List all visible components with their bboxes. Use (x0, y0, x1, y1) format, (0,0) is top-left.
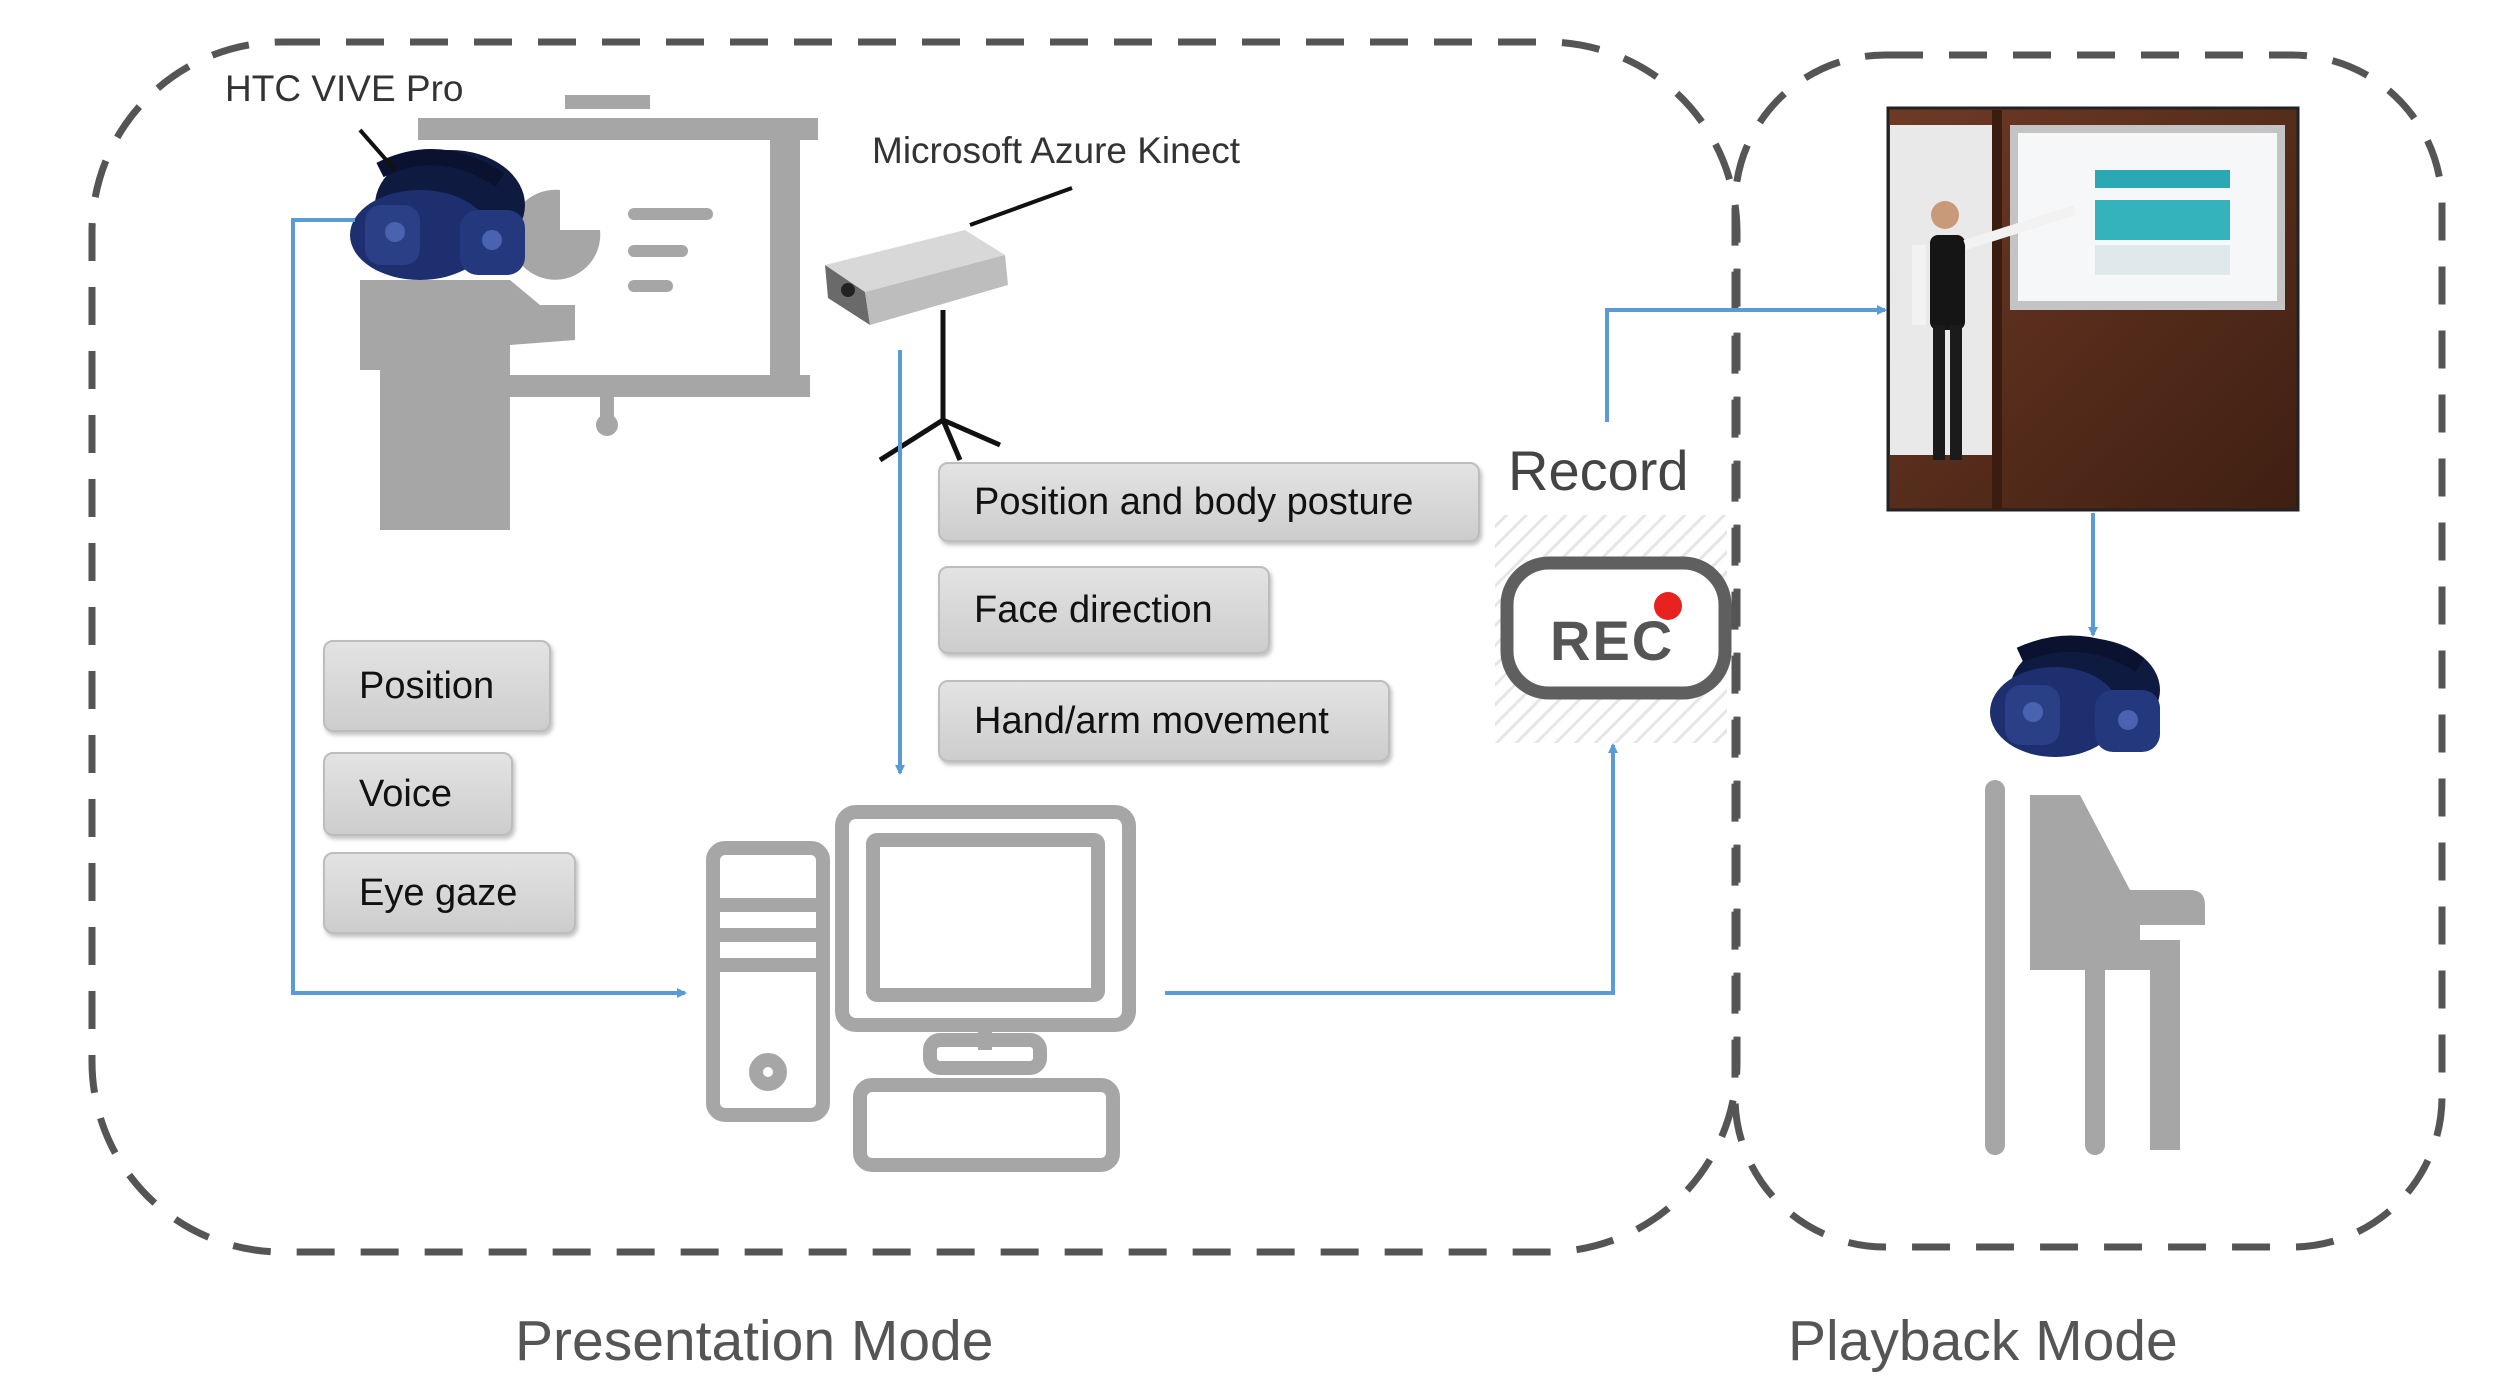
kinect-label: Microsoft Azure Kinect (872, 130, 1241, 171)
presentation-mode-label: Presentation Mode (515, 1309, 994, 1373)
record-label: Record (1508, 439, 1689, 502)
seated-viewer-icon (1985, 780, 2205, 1155)
playback-mode-region (1731, 51, 2446, 1251)
kinect-callout-line (969, 186, 1073, 227)
presenter-icon (360, 280, 575, 530)
chip-voice: Voice (323, 752, 513, 836)
computer-icon (706, 805, 1136, 1172)
chip-face-direction: Face direction (938, 566, 1270, 654)
arrow-computer-to-rec (1165, 743, 1618, 995)
kinect-camera-icon (825, 230, 1008, 463)
headset-callout-line (358, 128, 397, 172)
vr-headset-icon (350, 149, 525, 280)
arrow-headset-to-computer (291, 218, 687, 998)
chip-position: Position (323, 640, 551, 732)
chip-eye-gaze: Eye gaze (323, 852, 576, 934)
chip-hand-arm-movement: Hand/arm movement (938, 680, 1390, 762)
playback-video-icon (1886, 106, 2300, 512)
viewer-headset-icon (1990, 635, 2160, 757)
chip-position-body-posture: Position and body posture (938, 462, 1480, 542)
playback-mode-label: Playback Mode (1788, 1309, 2178, 1373)
headset-label: HTC VIVE Pro (225, 68, 464, 109)
projector-screen-icon (418, 95, 818, 436)
arrow-record-to-playback (1605, 305, 1887, 422)
flow-arrows (291, 218, 2098, 998)
rec-badge-label: REC (1550, 609, 1674, 672)
rec-button-icon (1495, 515, 1732, 743)
